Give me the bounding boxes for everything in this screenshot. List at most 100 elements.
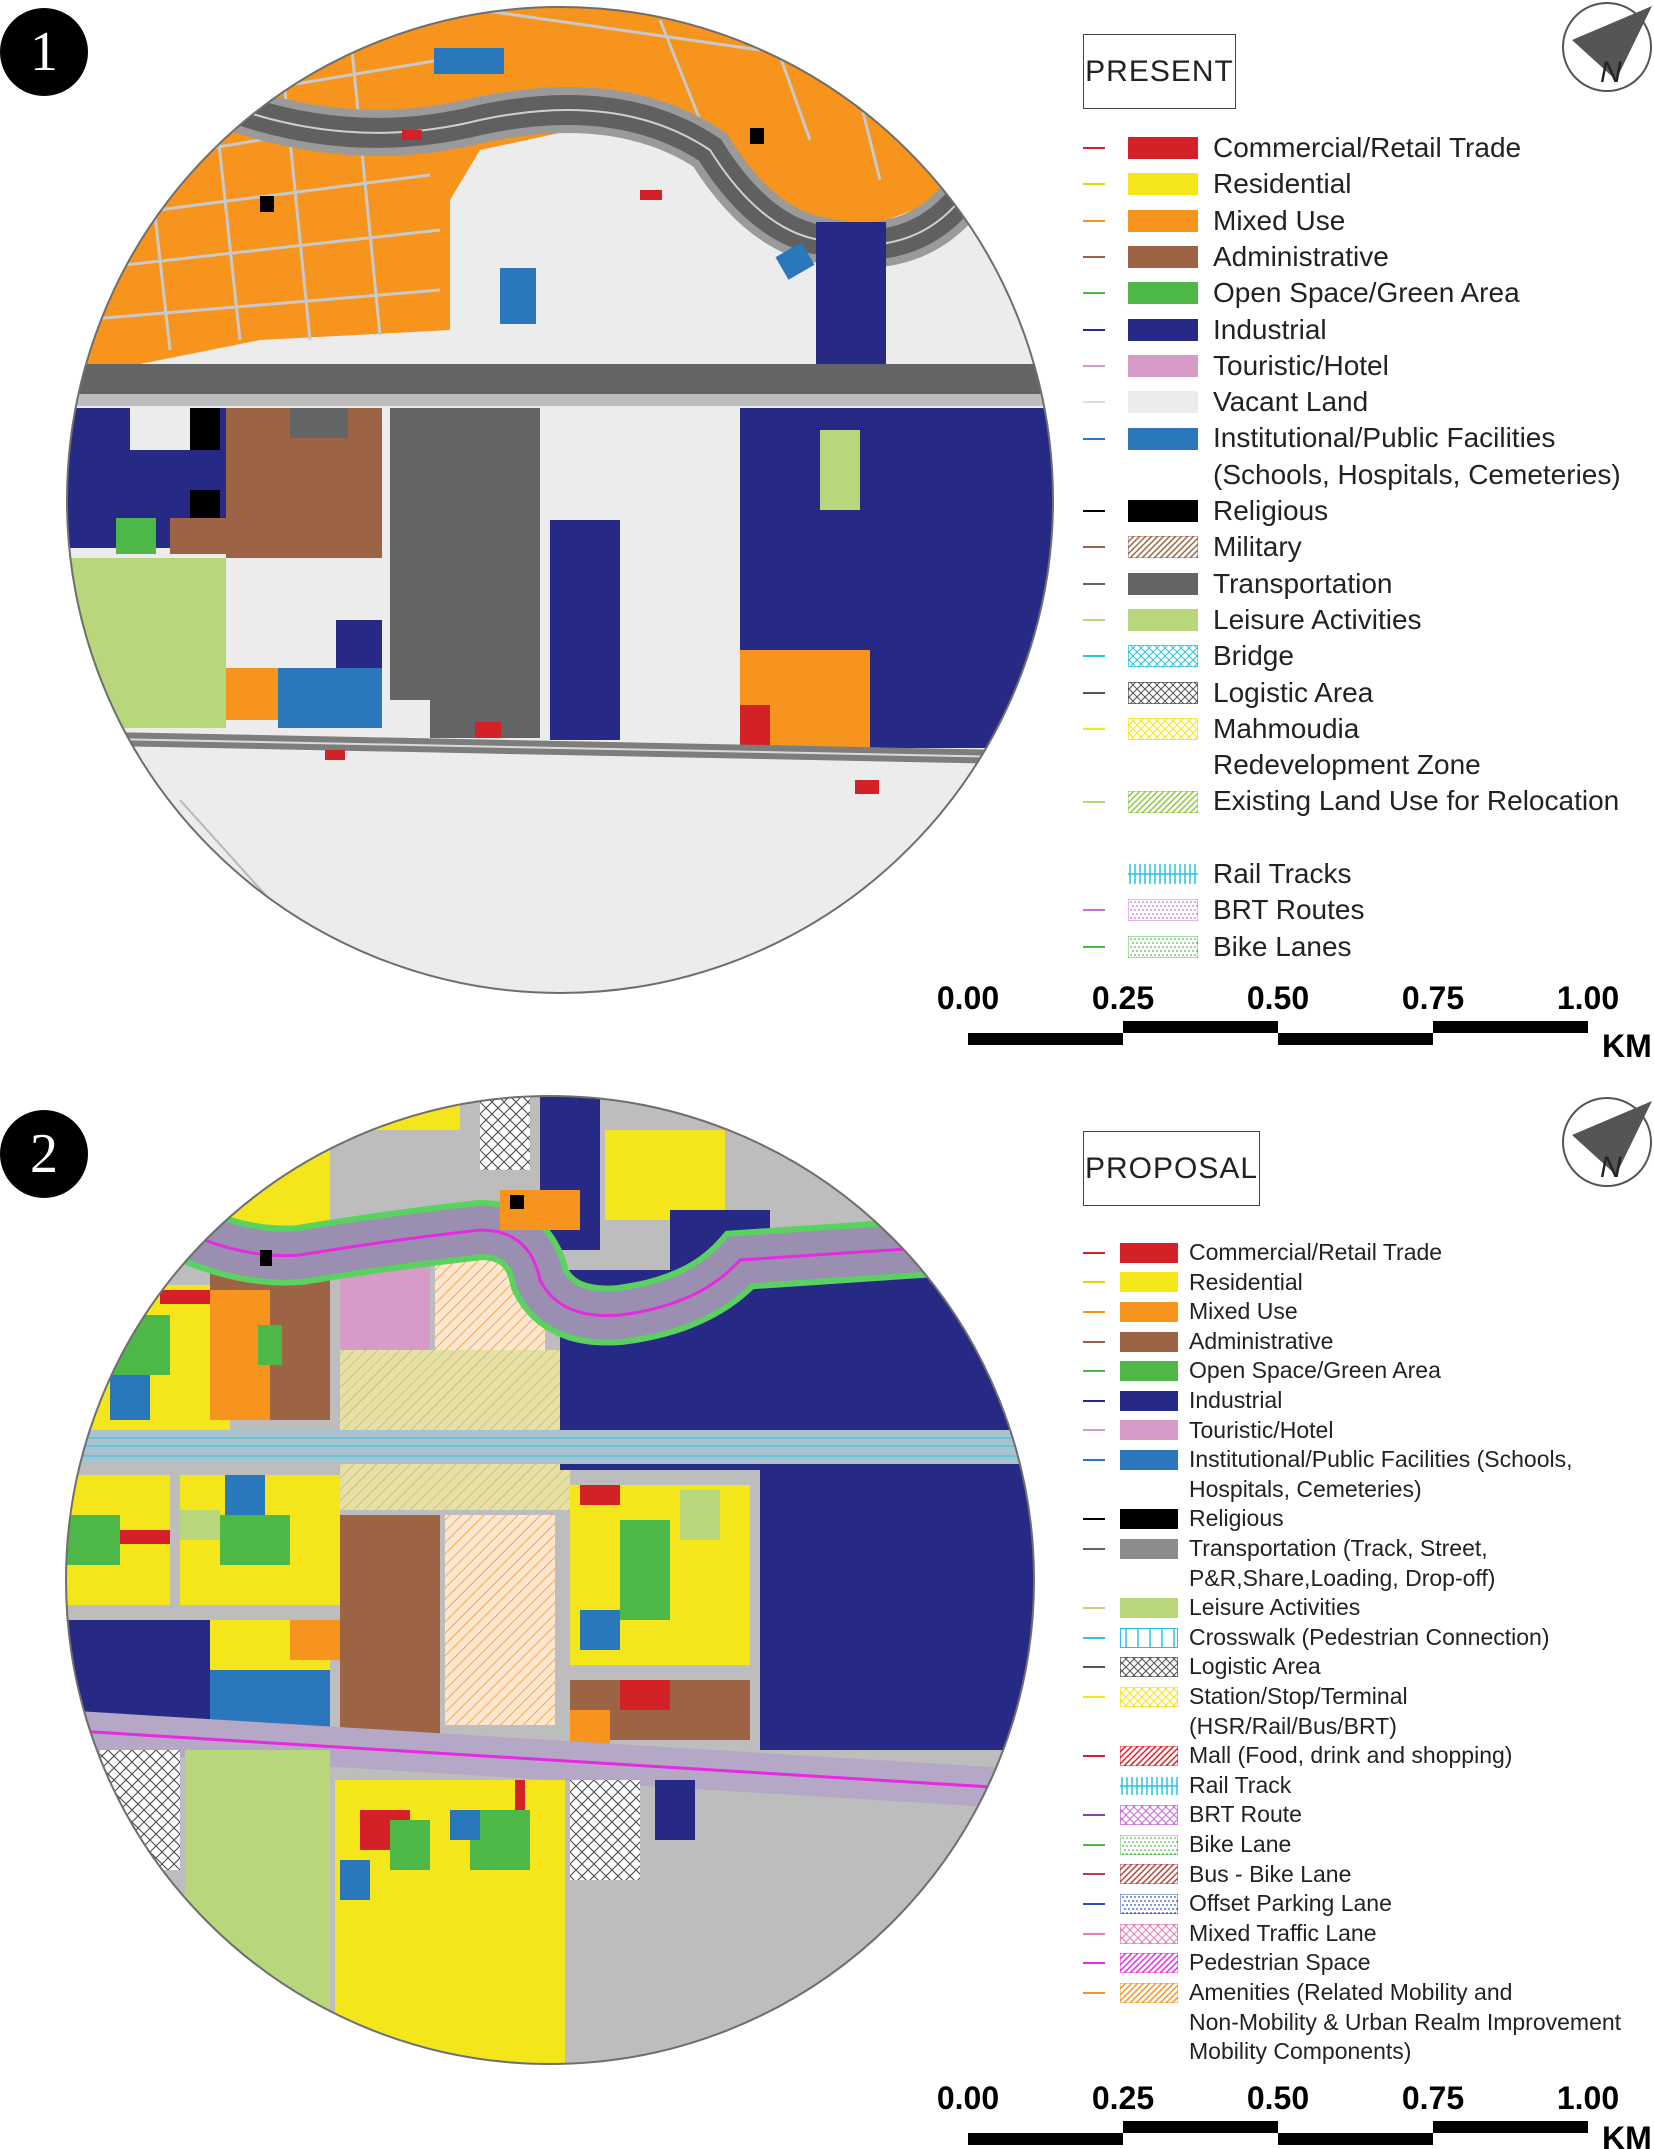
legend-swatch [1105,717,1217,745]
north-label: N [1600,1151,1622,1184]
map-title: PROPOSAL [1083,1131,1260,1206]
legend-item: Residential [1083,1268,1654,1298]
legend-line-sample [1083,328,1105,331]
legend-label: Offset Parking Lane [1189,1890,1392,1917]
legend-line-sample [1083,256,1105,259]
legend-item: Administrative [1083,239,1654,275]
legend-item: Mixed Use [1083,203,1654,239]
legend-item: Industrial [1083,1386,1654,1416]
legend-swatch [1128,318,1198,346]
legend-swatch [1105,535,1219,563]
legend-label: Bike Lanes [1213,930,1352,962]
legend-line-sample [1083,1754,1105,1757]
legend-swatch [1127,935,1199,963]
legend-item: Bike Lane [1083,1830,1654,1860]
legend-item: Station/Stop/Terminal [1083,1682,1654,1712]
legend-item: Logistic Area [1083,675,1654,711]
legend-label: Residential [1189,1268,1303,1295]
legend-label: Residential [1213,168,1352,200]
legend-swatch [1099,1745,1193,1771]
legend-item: Mall (Food, drink and shopping) [1083,1741,1654,1771]
scale-tick-label: 1.00 [1557,2080,1619,2116]
legend-line-sample [1083,1695,1105,1698]
legend-swatch [1099,1922,1193,1949]
legend-item: Open Space/Green Area [1083,275,1654,311]
legend-line-sample [1083,546,1105,549]
legend-item: BRT Routes [1083,892,1654,928]
legend-label: Vacant Land [1213,386,1369,418]
legend-label: Non-Mobility & Urban Realm Improvement [1189,2008,1622,2035]
legend-line-sample [1083,1458,1105,1461]
legend-line-sample [1083,1902,1105,1905]
legend-swatch [1105,680,1217,709]
scale-tick-label: 0.50 [1247,2080,1309,2116]
legend-item: Mixed Traffic Lane [1083,1919,1654,1949]
legend-swatch [1128,209,1198,237]
scale-segment [1433,2121,1588,2133]
legend-line-sample [1083,1518,1105,1521]
legend-swatch [1128,500,1198,527]
legend-item: Rail Track [1083,1771,1654,1801]
legend-line-sample [1083,1429,1105,1432]
legend-label: Bridge [1213,640,1294,672]
legend-swatch [1128,282,1198,309]
legend-item: Rail Tracks [1083,856,1654,892]
legend-swatch [1120,1272,1178,1297]
legend-item: Institutional/Public Facilities [1083,420,1654,456]
scale-tick-label: 0.25 [1092,980,1154,1016]
legend-line-sample [1083,1370,1105,1373]
legend-swatch [1128,427,1198,455]
scale-tick-label: 0.00 [937,2080,999,2116]
legend-swatch [1099,1952,1193,1978]
legend-line-sample [1083,1636,1105,1639]
scale-tick-label: 0.50 [1247,980,1309,1016]
legend-line-sample [1083,1606,1105,1609]
legend-line-sample [1083,147,1105,150]
legend-label: Open Space/Green Area [1213,277,1520,309]
legend-label: Transportation [1213,567,1393,599]
legend-item: Mobility Components) [1083,2037,1654,2067]
legend-line-sample [1083,1932,1105,1935]
legend-line-sample [1083,619,1105,622]
legend-label: Logistic Area [1213,676,1374,708]
legend-swatch [1128,137,1198,164]
legend-label: (Schools, Hospitals, Cemeteries) [1213,458,1621,490]
legend-label: Hospitals, Cemeteries) [1189,1475,1422,1502]
legend-item: (HSR/Rail/Bus/BRT) [1083,1712,1654,1742]
legend-item: Bridge [1083,638,1654,674]
legend-item: Bike Lanes [1083,929,1654,965]
legend-item: Military [1083,529,1654,565]
legend-label: BRT Route [1189,1801,1302,1828]
legend-label: Commercial/Retail Trade [1213,132,1522,163]
legend-swatch [1120,1361,1178,1386]
scale-unit-label: KM [1602,1028,1652,1064]
legend-swatch [1127,898,1199,926]
legend-label: Institutional/Public Facilities (Schools… [1189,1446,1573,1473]
scale-segment [1123,1021,1278,1033]
scale-tick-label: 0.75 [1402,980,1464,1016]
legend-label: Mixed Use [1189,1298,1298,1325]
legend-item: Transportation [1083,566,1654,602]
legend-label: Industrial [1189,1387,1283,1413]
legend-item: Vacant Land [1083,384,1654,420]
legend-item: Existing Land Use for Relocation [1083,783,1654,819]
legend-line-sample [1083,183,1105,186]
legend-swatch [1128,246,1198,273]
legend-label: Crosswalk (Pedestrian Connection) [1189,1623,1550,1650]
legend-line-sample [1083,691,1105,694]
legend-item: Industrial [1083,312,1654,348]
legend-line-sample [1083,800,1105,803]
legend-label: Leisure Activities [1189,1594,1361,1621]
legend-swatch [1120,1597,1178,1623]
legend-item: Redevelopment Zone [1083,747,1654,783]
legend-item: P&R,Share,Loading, Drop-off) [1083,1564,1654,1594]
legend-label: Pedestrian Space [1189,1949,1371,1976]
legend-item: Offset Parking Lane [1083,1889,1654,1919]
legend-swatch [1128,354,1198,382]
legend-item: Pedestrian Space [1083,1948,1654,1978]
legend-item: Commercial/Retail Trade [1083,1238,1654,1268]
legend-swatch [1120,1242,1178,1268]
